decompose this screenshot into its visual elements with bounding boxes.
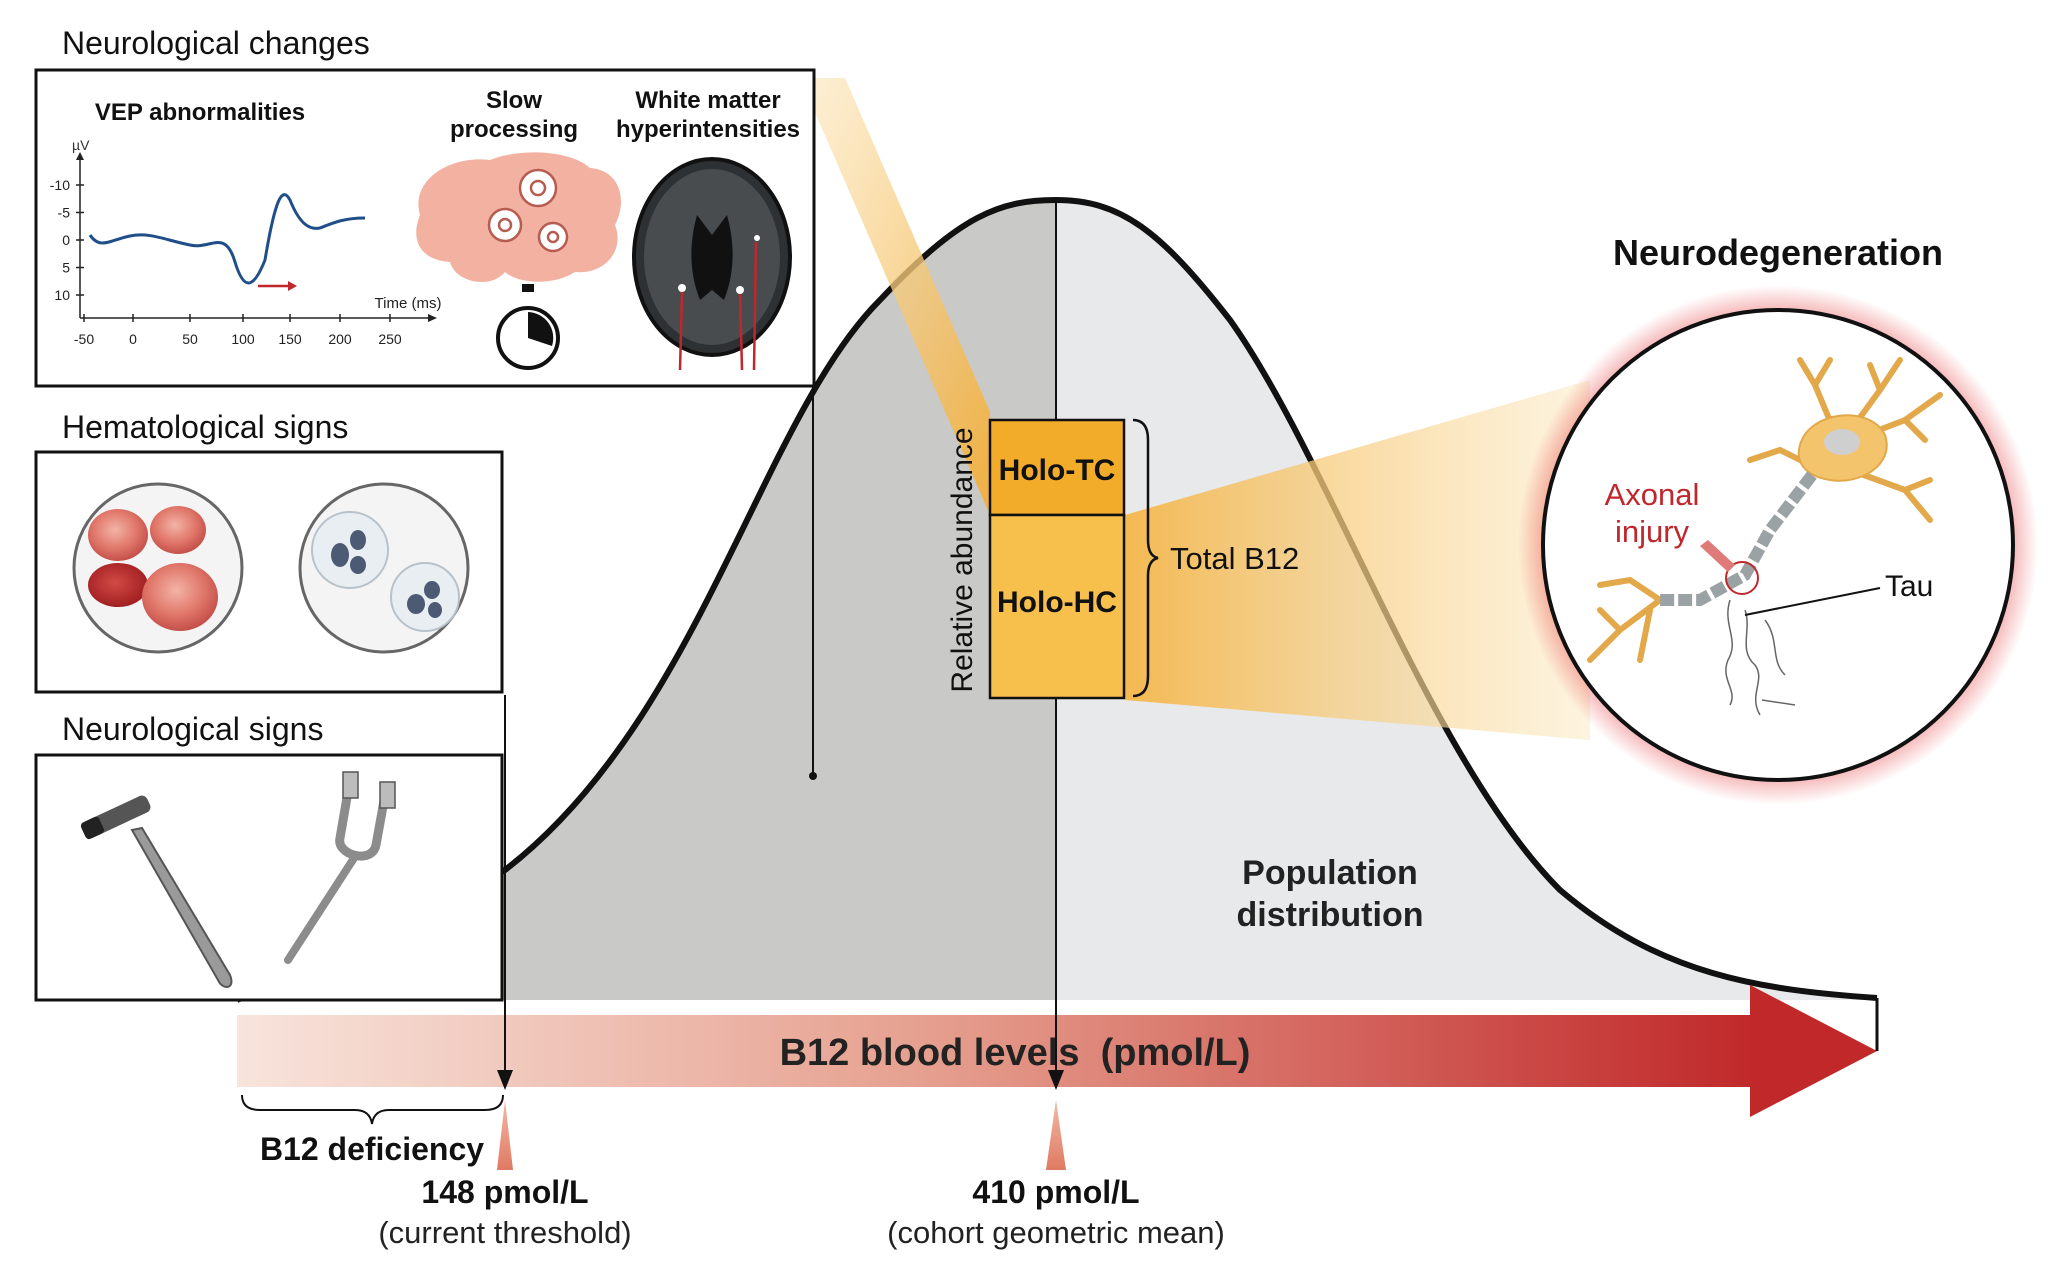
- hematological-title: Hematological signs: [62, 409, 348, 445]
- neurodegeneration-title: Neurodegeneration: [1613, 232, 1943, 273]
- deficiency-label: B12 deficiency: [260, 1131, 484, 1167]
- mean-note: (cohort geometric mean): [887, 1215, 1225, 1250]
- gear-icon: [487, 168, 569, 253]
- curve-fill-left: [237, 200, 1056, 1000]
- neurological-changes-title: Neurological changes: [62, 25, 370, 61]
- vep-x-tick-label: 150: [278, 331, 302, 347]
- axonal-injury-line-2: injury: [1615, 514, 1690, 549]
- threshold-note: (current threshold): [378, 1215, 631, 1250]
- tau-fibrils: [1725, 599, 1796, 716]
- white-matter-line-2: hyperintensities: [616, 116, 800, 143]
- holo-hc-box: [988, 513, 1126, 700]
- axonal-injury-pointer: [1700, 540, 1735, 572]
- latency-arrowhead: [288, 281, 297, 291]
- mean-marker: [1046, 1100, 1066, 1170]
- white-matter-illustration: White matter hyperintensities: [616, 87, 800, 371]
- neuron-nucleus: [1824, 429, 1860, 455]
- axis-title: B12 blood levels (pmol/L): [780, 1032, 1251, 1074]
- population-label-line-1: Population: [1242, 854, 1418, 892]
- mean-arrowhead: [1048, 1070, 1064, 1090]
- vep-y-tick-label: -5: [58, 205, 71, 221]
- axonal-injury-marker: [1725, 561, 1759, 595]
- slow-processing-illustration: Slow processing: [416, 87, 622, 370]
- neurological-signs-panel: [34, 753, 504, 1002]
- vep-x-tick-label: 100: [231, 331, 255, 347]
- vep-waveform: [88, 193, 366, 285]
- axon: [1660, 471, 1817, 606]
- threshold-marker: [497, 1100, 513, 1170]
- total-b12-bracket: [1132, 418, 1159, 698]
- b12-axis-arrow: B12 blood levels (pmol/L): [237, 985, 1879, 1117]
- threshold-value: 148 pmol/L: [421, 1174, 588, 1210]
- stopwatch-icon: [496, 284, 560, 370]
- vep-x-tick-label: 50: [182, 331, 198, 347]
- total-b12-label: Total B12: [1170, 541, 1299, 576]
- red-blood-cells-icon: [72, 482, 244, 654]
- vep-y-tick-label: 5: [62, 260, 70, 276]
- vep-title: VEP abnormalities: [95, 99, 305, 126]
- white-matter-line-1: White matter: [635, 87, 780, 114]
- vep-y-tick-label: 10: [54, 287, 70, 303]
- vep-x-tick-label: 250: [378, 331, 402, 347]
- neurodegeneration-circle: [1541, 308, 2015, 782]
- curve-fill-right: [1056, 200, 1877, 1000]
- vep-x-label: Time (ms): [375, 295, 442, 312]
- holo-tc-label: Holo-TC: [999, 454, 1116, 487]
- tau-label: Tau: [1885, 570, 1933, 603]
- neurological-signs-title: Neurological signs: [62, 711, 323, 747]
- beam-neurological: [800, 78, 990, 515]
- holo-hc-label: Holo-HC: [997, 586, 1117, 619]
- abundance-box: Holo-TC Holo-HC Relative abundance Total…: [946, 418, 1299, 700]
- population-label-line-2: distribution: [1237, 896, 1424, 934]
- slow-processing-line-2: processing: [450, 116, 578, 143]
- reflex-hammer-icon: [80, 795, 233, 988]
- relative-abundance-label: Relative abundance: [946, 427, 979, 692]
- vep-x-tick-label: 200: [328, 331, 352, 347]
- neutrophils-icon: [298, 482, 470, 654]
- pointer-dot: [809, 772, 817, 780]
- beam-neurodegeneration: [1125, 380, 1590, 740]
- mean-value: 410 pmol/L: [972, 1174, 1139, 1210]
- slow-processing-line-1: Slow: [486, 87, 542, 114]
- deficiency-bracket: [241, 1094, 504, 1125]
- holo-tc-box: [988, 418, 1126, 517]
- vep-y-tick-label: -10: [50, 177, 70, 193]
- threshold-arrowhead: [497, 1070, 513, 1090]
- tuning-fork-icon: [284, 771, 396, 964]
- tau-pointer-line: [1744, 587, 1881, 616]
- vep-y-tick-label: 0: [62, 232, 70, 248]
- axonal-injury-line-1: Axonal: [1605, 477, 1700, 512]
- vep-x-tick-label: 0: [129, 331, 137, 347]
- vep-x-tick-label: -50: [74, 331, 94, 347]
- vep-unit: µV: [72, 137, 90, 153]
